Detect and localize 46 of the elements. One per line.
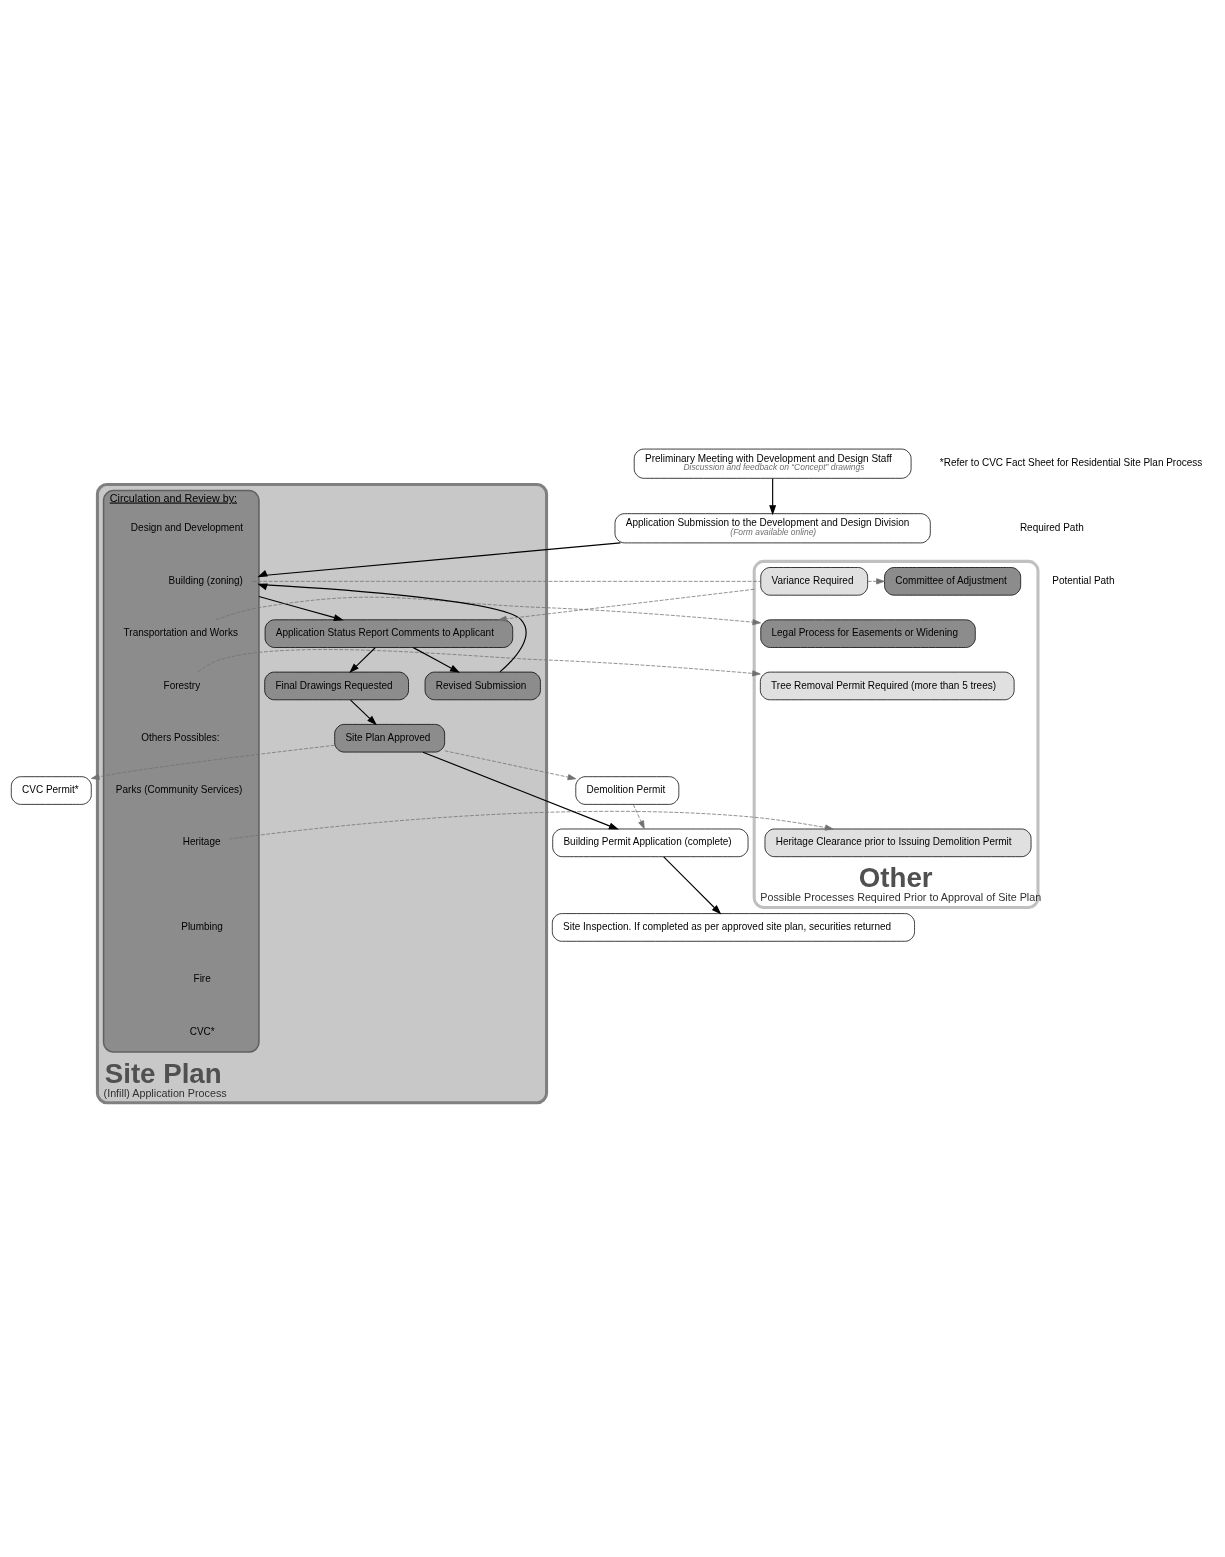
node-box: Variance Required — [760, 566, 868, 596]
arrow — [349, 646, 376, 673]
node-box: Site Inspection. If completed as per approved site plan, securities returned — [551, 912, 915, 942]
node-box: Final Drawings Requested — [264, 671, 409, 700]
arrow — [422, 751, 619, 830]
legend-label: Potential Path — [1052, 574, 1115, 586]
arrow — [769, 477, 777, 515]
node-box: Application Submission to the Development and Design Division (Form available online) — [614, 512, 931, 543]
node-box: Heritage Clearance prior to Issuing Demolition Permit — [764, 828, 1032, 857]
node-text: Parks (Community Services) — [115, 783, 243, 795]
arrow — [257, 541, 621, 577]
node-box: Tree Removal Permit Required (more than 5 trees) — [759, 671, 1015, 700]
node-text: Transportation and Works — [123, 626, 238, 638]
node-box: CVC Permit* — [10, 775, 92, 805]
node-text: Heritage — [182, 835, 221, 847]
arrow — [91, 744, 336, 780]
connector — [252, 580, 762, 582]
node-text: Forestry — [163, 679, 201, 691]
arrow — [257, 583, 527, 672]
arrow — [498, 588, 755, 622]
arrow — [867, 577, 885, 584]
node-box: Legal Process for Easements or Widening — [760, 618, 976, 648]
arrow — [444, 749, 577, 780]
arrow — [258, 595, 344, 621]
node-box: Application Status Report Comments to Applicant — [264, 618, 514, 648]
node-box: Revised Submission — [424, 671, 541, 700]
arrow — [349, 698, 377, 725]
node-box: Site Plan Approved — [334, 723, 446, 752]
node-box: Preliminary Meeting with Development and Design Staff Discussion and feedback on “Concept” drawings — [633, 448, 912, 479]
node-text: Others Possibles: — [141, 731, 220, 743]
node-text: Fire — [193, 972, 211, 984]
node-box: Demolition Permit — [575, 775, 680, 805]
node-text: Plumbing — [181, 920, 223, 932]
legend-label: Required Path — [1019, 521, 1084, 533]
node-box: Building Permit Application (complete) — [552, 828, 749, 857]
arrow — [632, 803, 645, 829]
arrow — [412, 646, 460, 673]
node-text: Building (zoning) — [168, 574, 243, 586]
node-box: Committee of Adjustment — [884, 566, 1022, 596]
node-text: Design and Development — [130, 521, 244, 533]
arrow — [215, 596, 761, 625]
arrow — [228, 810, 834, 839]
arrow — [663, 855, 722, 915]
label: *Refer to CVC Fact Sheet for Residential Site Plan Process — [939, 456, 1203, 468]
node-text: CVC* — [189, 1025, 215, 1037]
arrow — [197, 648, 761, 676]
